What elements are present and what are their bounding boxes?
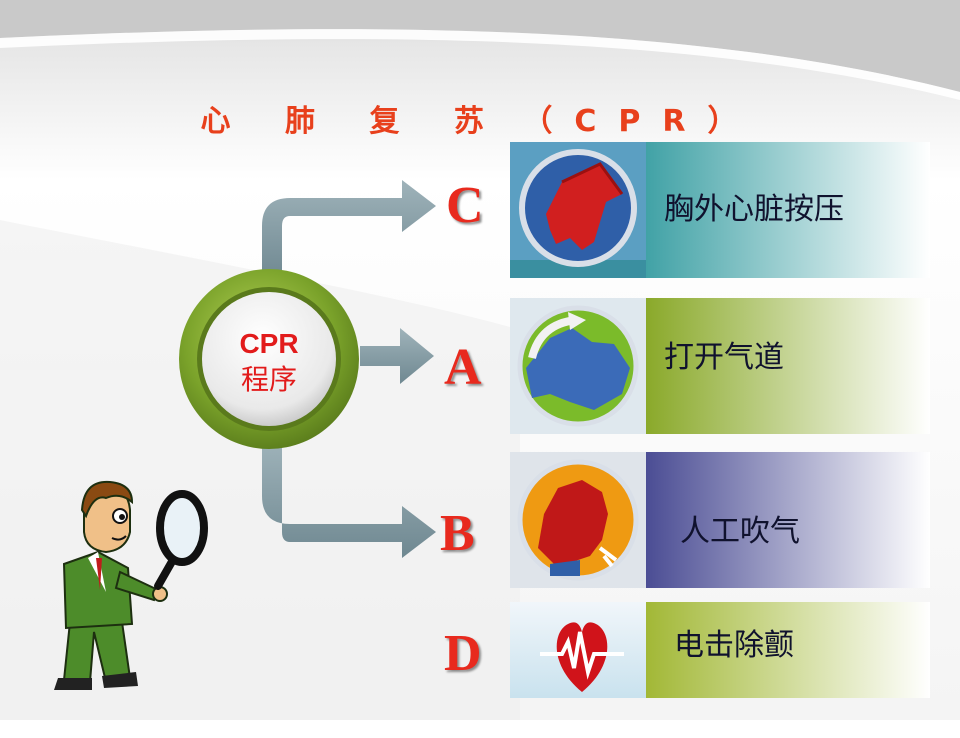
- step-band-b: [646, 452, 930, 588]
- page-title: 心 肺 复 苏 （CPR）: [0, 96, 960, 140]
- chest-compression-icon: [510, 142, 646, 278]
- step-label-a: 打开气道: [664, 340, 784, 375]
- step-band-d: [646, 602, 930, 698]
- step-row-a: 打开气道: [510, 298, 930, 434]
- step-letter-a: A: [444, 339, 482, 396]
- defibrillation-heart-icon: [510, 602, 654, 698]
- step-label-d: 电击除颤: [674, 628, 794, 663]
- step-letter-b: B: [440, 505, 475, 562]
- man-with-magnifying-glass-icon: [54, 480, 208, 690]
- title-main: 心 肺 复 苏: [200, 104, 506, 139]
- step-letter-d: D: [444, 625, 482, 682]
- step-band-a: [646, 298, 930, 434]
- cpr-hub-circle: [179, 269, 359, 449]
- rescue-breathing-icon: [510, 452, 646, 588]
- hub-label: CPR 程序: [178, 326, 360, 398]
- step-letter-c: C: [446, 177, 484, 234]
- hub-label-line2: 程序: [240, 363, 297, 396]
- step-row-b: 人工吹气: [510, 452, 930, 588]
- step-row-d: 电击除颤: [510, 602, 930, 738]
- step-label-c: 胸外心脏按压: [664, 192, 844, 227]
- title-abbr: （CPR）: [522, 104, 760, 139]
- step-row-c: 胸外心脏按压: [510, 142, 930, 278]
- hub-label-line1: CPR: [239, 328, 299, 359]
- step-label-b: 人工吹气: [680, 514, 800, 549]
- open-airway-icon: [510, 298, 646, 434]
- step-band-c: [646, 142, 930, 278]
